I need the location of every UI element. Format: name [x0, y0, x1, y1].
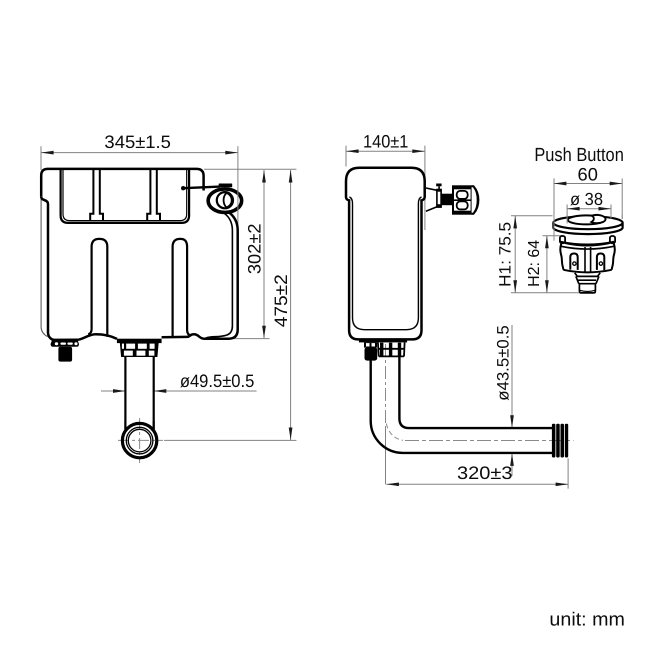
svg-text:ø49.5±0.5: ø49.5±0.5 [180, 371, 255, 391]
svg-text:ø43.5±0.5: ø43.5±0.5 [494, 325, 513, 401]
svg-text:H2: 64: H2: 64 [526, 240, 543, 287]
svg-text:Push Button: Push Button [534, 145, 624, 166]
svg-text:345±1.5: 345±1.5 [104, 132, 171, 152]
svg-text:60: 60 [578, 165, 598, 185]
svg-text:140±1: 140±1 [363, 131, 408, 151]
svg-text:475±2: 475±2 [271, 274, 291, 327]
svg-text:unit: mm: unit: mm [549, 610, 625, 631]
svg-text:302±2: 302±2 [244, 224, 264, 275]
svg-text:320±3: 320±3 [457, 463, 513, 483]
svg-text:ø 38: ø 38 [570, 189, 603, 209]
svg-text:H1: 75.5: H1: 75.5 [496, 222, 514, 287]
